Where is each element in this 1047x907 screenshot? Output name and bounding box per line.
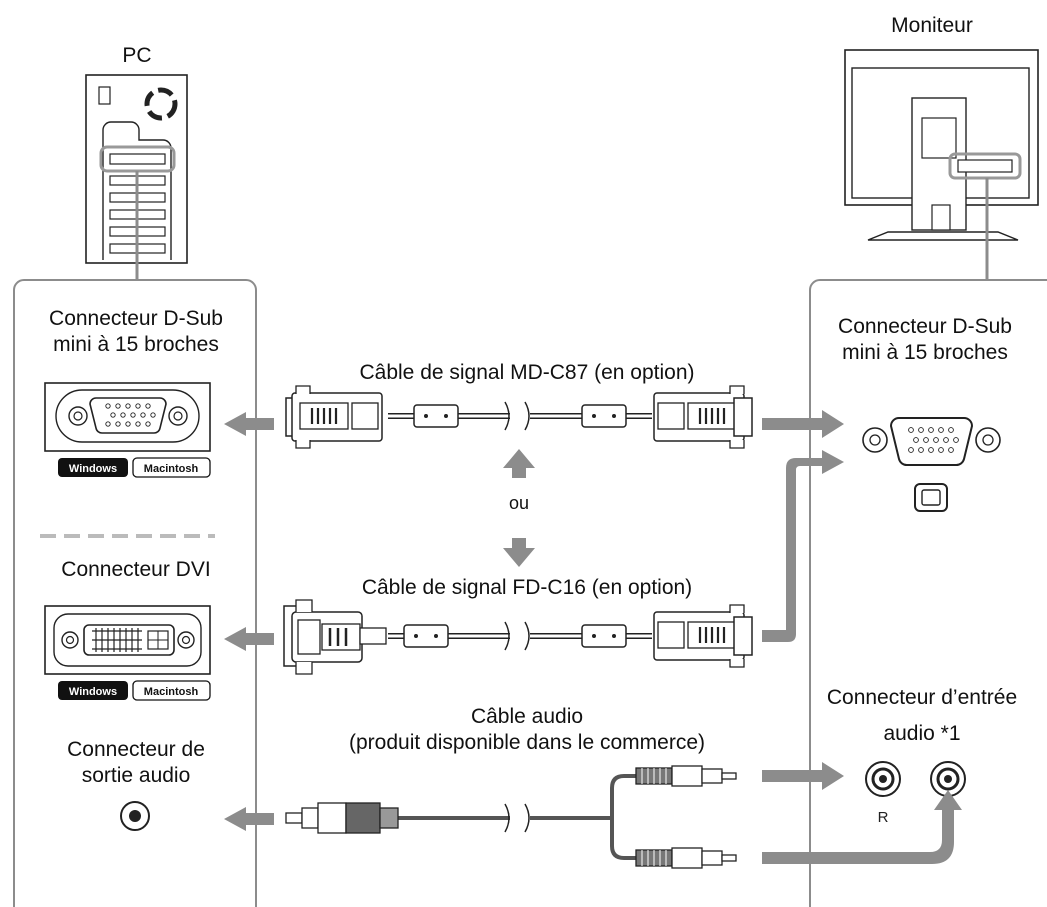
- os-badges-vga: Windows Macintosh: [58, 457, 211, 478]
- badge-macintosh-2: Macintosh: [144, 686, 199, 698]
- audio-in-jack-l-icon: [930, 761, 966, 797]
- audio-cable-label-2: (produit disponible dans le commerce): [349, 731, 705, 754]
- arrow-to-pc-dvi: [224, 627, 274, 651]
- monitor-dsub-port-icon: [862, 417, 1001, 466]
- monitor-dsub-label-1: Connecteur D-Sub: [838, 315, 1012, 338]
- pc-audio-label-1: Connecteur de: [67, 738, 205, 761]
- monitor-audio-label-2: audio *1: [883, 722, 960, 745]
- monitor-audio-label-1: Connecteur d’entrée: [827, 686, 1017, 709]
- vga-cable-icon: [285, 385, 753, 449]
- arrow-to-audio-l: [762, 790, 962, 864]
- badge-windows: Windows: [69, 463, 117, 475]
- arrow-to-monitor-vga: [762, 410, 844, 438]
- badge-windows-2: Windows: [69, 686, 117, 698]
- dvi-cable-icon: [283, 599, 753, 675]
- pc-dsub-port-icon: [44, 382, 211, 452]
- badge-macintosh: Macintosh: [144, 463, 199, 475]
- monitor-panel: [809, 279, 1047, 907]
- analog-input-icon: [914, 483, 948, 512]
- channel-r-label: R: [878, 809, 889, 826]
- os-badges-dvi: Windows Macintosh: [58, 680, 211, 701]
- dvi-cable-label: Câble de signal FD-C16 (en option): [362, 576, 692, 599]
- pc-dvi-port-icon: [44, 605, 211, 675]
- arrow-to-pc-audio: [224, 807, 274, 831]
- vga-cable-label: Câble de signal MD-C87 (en option): [359, 361, 694, 384]
- arrow-dvi-to-monitor: [762, 450, 844, 642]
- monitor-dsub-label-2: mini à 15 broches: [842, 341, 1008, 364]
- arrow-to-pc-vga: [224, 412, 274, 436]
- pc-label: PC: [122, 44, 151, 67]
- pc-dsub-label-2: mini à 15 broches: [53, 333, 219, 356]
- pc-dvi-label: Connecteur DVI: [61, 558, 210, 581]
- pc-audio-label-2: sortie audio: [82, 764, 191, 787]
- audio-cable-label-1: Câble audio: [471, 705, 583, 728]
- audio-in-jack-r-icon: [865, 761, 901, 797]
- monitor-label: Moniteur: [891, 14, 973, 37]
- arrow-to-audio-r: [762, 762, 844, 790]
- pc-audio-out-jack-icon: [120, 801, 150, 831]
- or-double-arrow-icon: [503, 449, 535, 567]
- or-label: ou: [509, 493, 529, 513]
- monitor-icon: [844, 49, 1039, 241]
- audio-cable-icon: [285, 765, 737, 869]
- pc-dsub-label-1: Connecteur D-Sub: [49, 307, 223, 330]
- pc-panel: [13, 279, 257, 907]
